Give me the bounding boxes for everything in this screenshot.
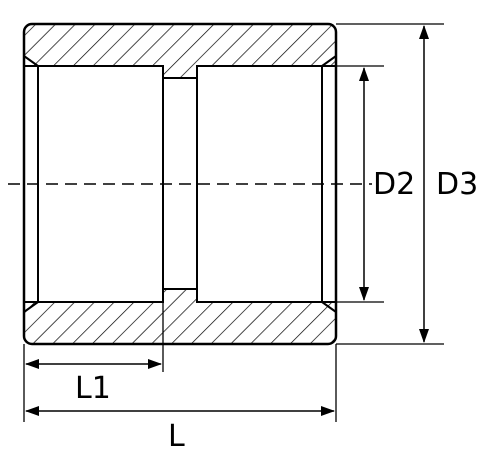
dimension-lines [25, 25, 429, 416]
d2-label: D2 [373, 167, 415, 202]
hatched-walls [24, 24, 336, 344]
right-bore-outline [196, 65, 336, 303]
left-chamfer-top [23, 55, 39, 67]
d3-label: D3 [436, 167, 478, 202]
bottom-wall-hatch [24, 302, 336, 344]
right-chamfer-bottom [321, 301, 337, 313]
l1-label: L1 [75, 371, 111, 406]
left-chamfer-bottom [23, 301, 39, 313]
extension-lines [23, 23, 444, 422]
top-wall-hatch [24, 24, 336, 66]
center-stop-top-hatch [163, 66, 197, 78]
right-chamfer-top [321, 55, 337, 67]
l-label: L [168, 419, 185, 454]
center-stop-bottom-hatch [163, 289, 197, 302]
